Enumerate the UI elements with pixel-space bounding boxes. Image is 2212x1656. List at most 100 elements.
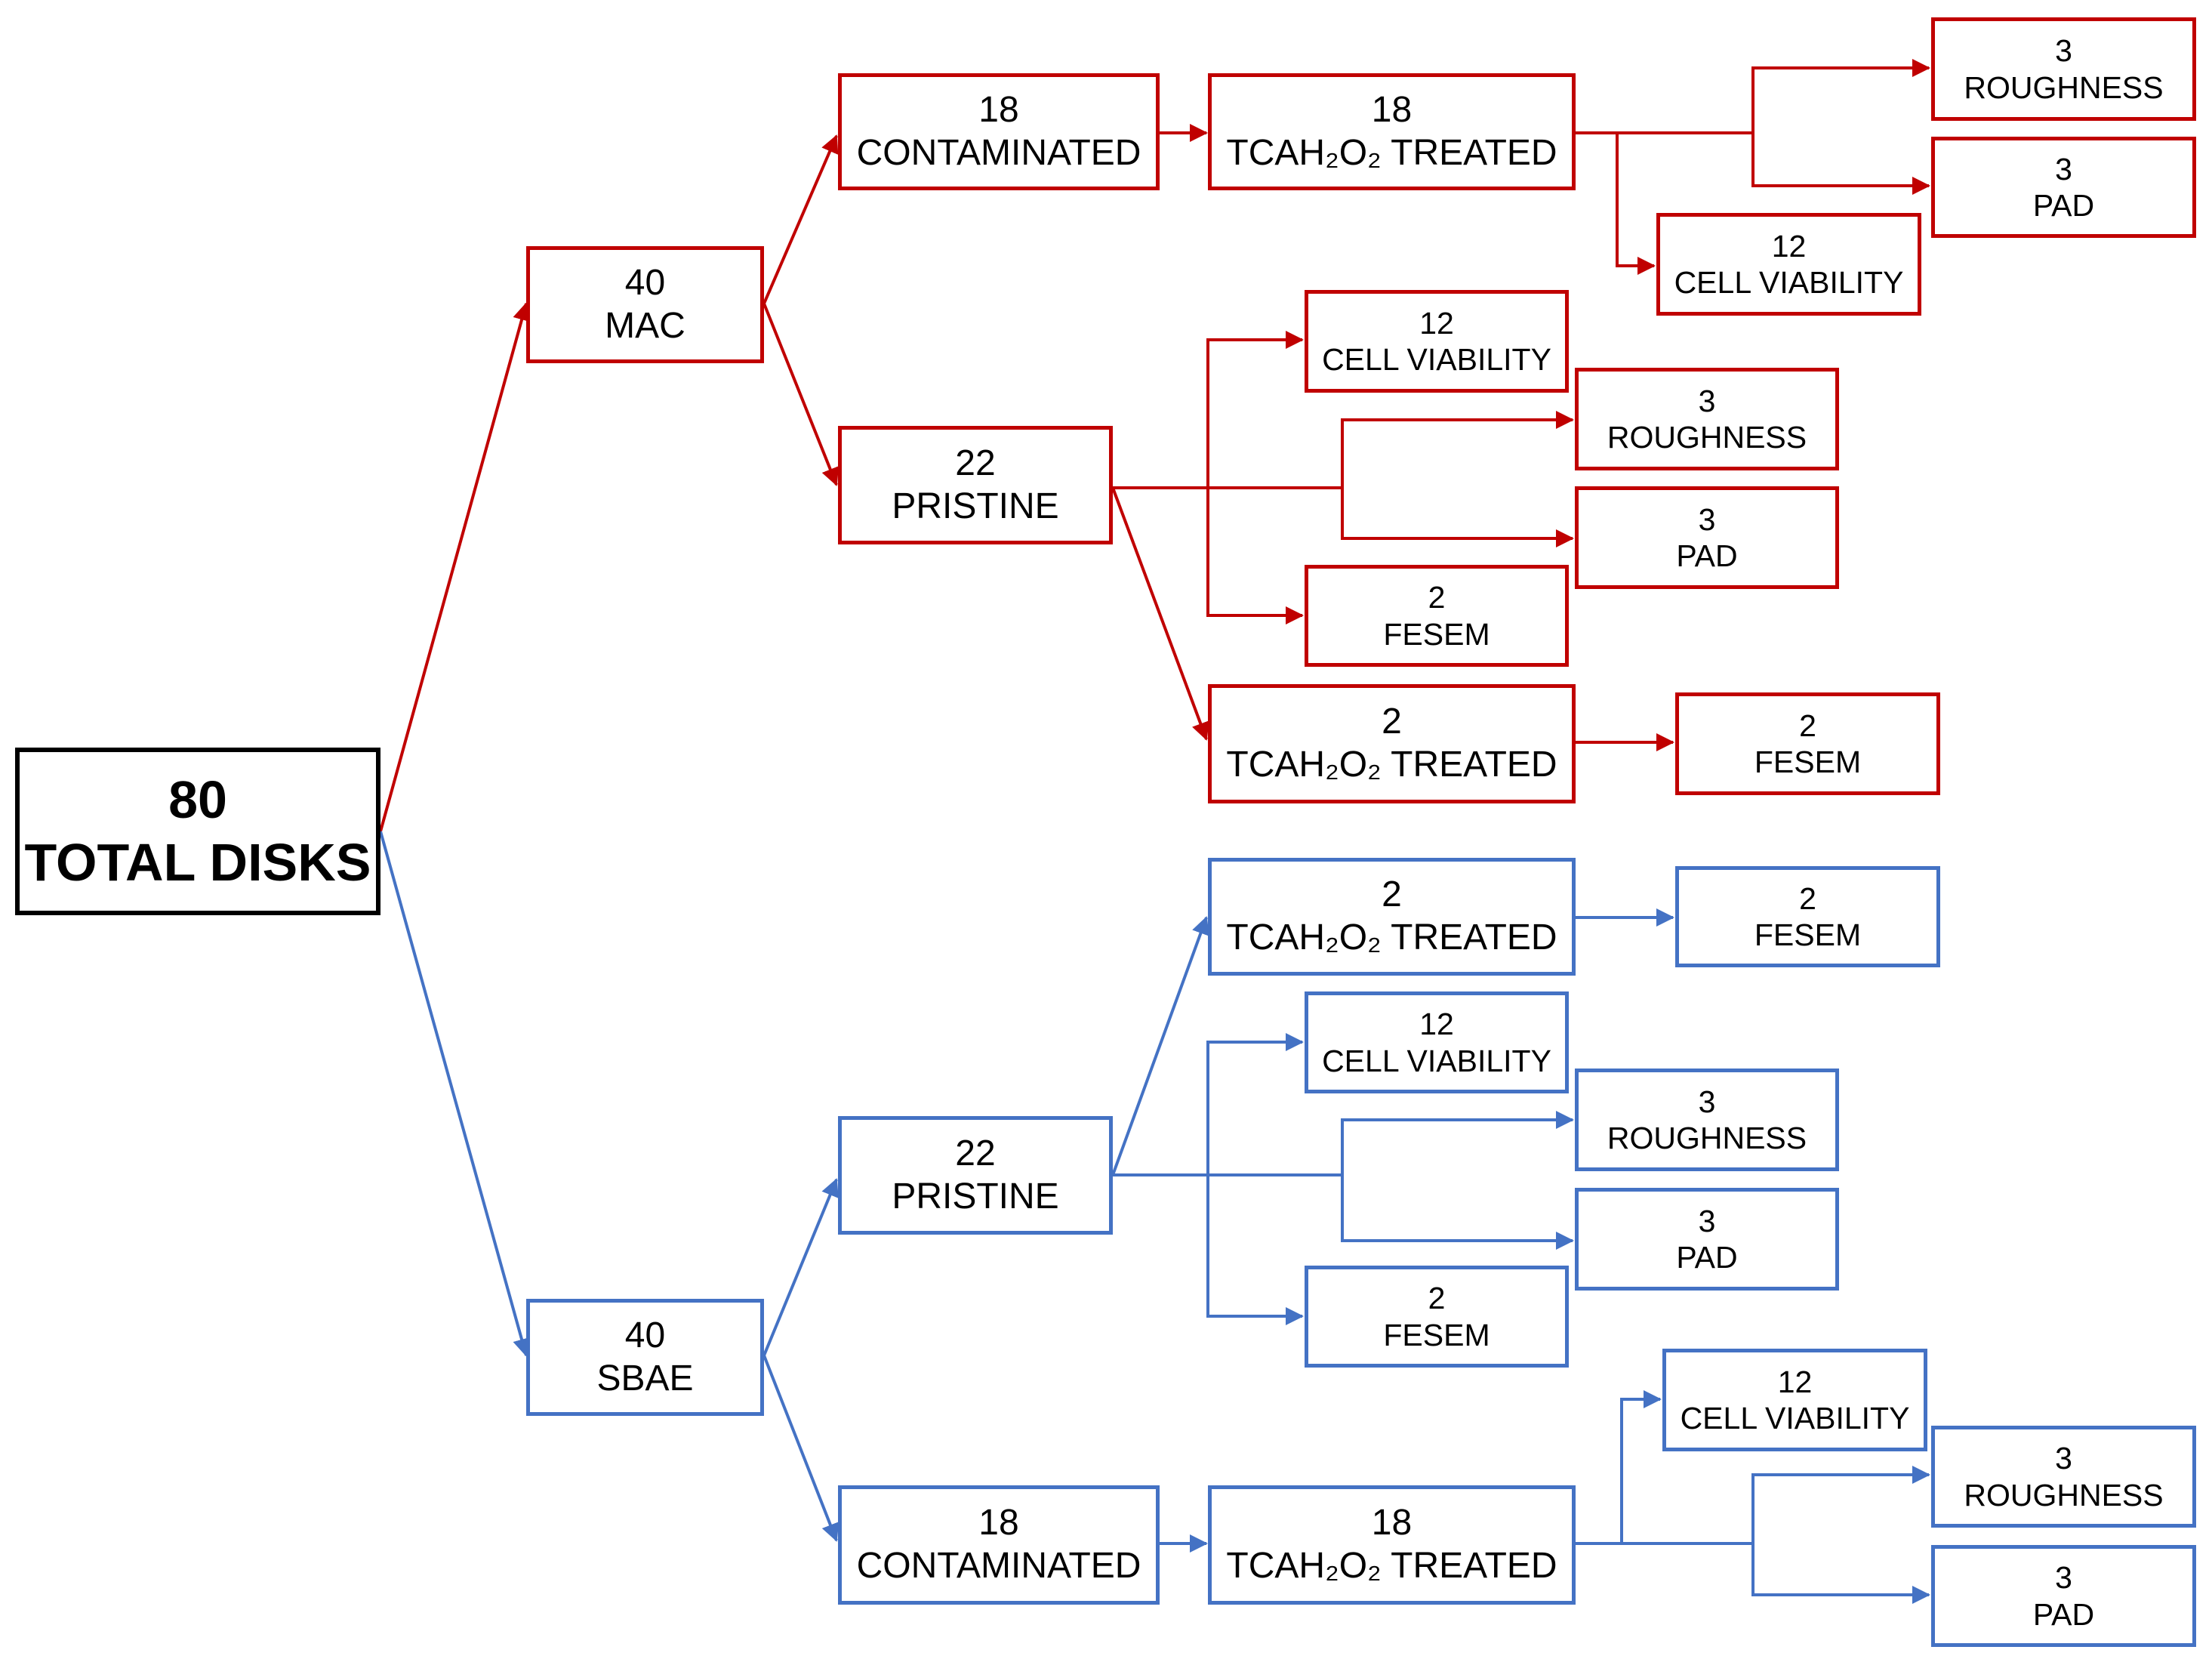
node-count: 40 [624, 262, 666, 303]
node-label: PAD [2032, 1596, 2095, 1632]
node-total-disks: 80 TOTAL DISKS [15, 748, 380, 915]
node-sbae-pristine-treated-fesem: 2 FESEM [1675, 866, 1940, 967]
arrow-treated-to-roughness [1751, 1466, 1930, 1543]
node-label: CELL VIABILITY [1322, 1043, 1551, 1078]
node-mac-contaminated-pad: 3 PAD [1931, 137, 2196, 238]
node-count: 40 [624, 1315, 666, 1355]
node-label: PRISTINE [892, 1176, 1059, 1217]
node-label: ROUGHNESS [1607, 1121, 1807, 1155]
node-mac-pristine-roughness: 3 ROUGHNESS [1575, 368, 1839, 470]
arrow-treated-to-cell-viability [1616, 133, 1656, 275]
node-sbae-pristine-treated: 2 TCAH₂O₂ TREATED [1208, 858, 1576, 976]
node-count: 3 [1698, 501, 1716, 537]
arrow-mac-to-contaminated [762, 134, 839, 304]
node-label: SBAE [596, 1358, 694, 1399]
node-mac-pristine: 22 PRISTINE [838, 426, 1113, 544]
node-mac-pristine-fesem: 2 FESEM [1305, 565, 1569, 667]
node-count: 3 [2055, 1560, 2072, 1596]
arrow-pristine-to-pad [1341, 1175, 1574, 1250]
node-sbae-pristine-roughness: 3 ROUGHNESS [1575, 1069, 1839, 1171]
node-label: TCAH₂O₂ TREATED [1226, 917, 1557, 958]
node-count: 80 [168, 770, 227, 830]
node-label: PAD [2032, 188, 2095, 223]
node-sbae-pristine: 22 PRISTINE [838, 1116, 1113, 1235]
node-label: CONTAMINATED [856, 132, 1141, 173]
arrow-pristine-to-treated [1111, 916, 1209, 1176]
node-label: FESEM [1754, 917, 1862, 952]
node-sbae-pristine-cell-viability: 12 CELL VIABILITY [1305, 991, 1569, 1093]
arrow-pristine-to-pad [1341, 488, 1574, 547]
node-label: PRISTINE [892, 486, 1059, 526]
node-count: 3 [2055, 1441, 2072, 1476]
node-mac-pristine-treated-fesem: 2 FESEM [1675, 692, 1940, 795]
node-count: 22 [955, 1133, 996, 1173]
node-count: 18 [1371, 89, 1413, 130]
node-count: 2 [1428, 580, 1446, 615]
node-sbae-contaminated-roughness: 3 ROUGHNESS [1931, 1426, 2196, 1528]
node-label: MAC [605, 305, 685, 346]
node-count: 12 [1771, 228, 1807, 264]
node-count: 18 [978, 89, 1019, 130]
arrow-pristine-to-cell-viability [1206, 1033, 1304, 1175]
arrow-treated-to-roughness [1751, 59, 1930, 133]
node-count: 3 [1698, 383, 1716, 418]
arrow-sbae-to-pristine [762, 1178, 839, 1356]
node-count: 12 [1419, 305, 1454, 341]
node-count: 12 [1777, 1364, 1813, 1399]
arrow-pristine-to-fesem [1206, 488, 1304, 624]
arrow-pristine-to-cell-viability [1206, 331, 1304, 488]
node-label: TCAH₂O₂ TREATED [1226, 1546, 1557, 1586]
node-count: 2 [1428, 1281, 1446, 1316]
node-count: 22 [955, 443, 996, 483]
arrow-treated-to-pad [1751, 1543, 1930, 1604]
node-sbae-contaminated-pad: 3 PAD [1931, 1545, 2196, 1647]
node-count: 3 [1698, 1084, 1716, 1119]
node-count: 18 [1371, 1503, 1413, 1543]
node-mac-pristine-pad: 3 PAD [1575, 486, 1839, 589]
arrow-pristine-to-treated [1111, 487, 1209, 741]
arrow-root-to-mac [379, 302, 531, 832]
arrow-sbae-to-contaminated [762, 1355, 840, 1542]
node-label: CELL VIABILITY [1680, 1401, 1910, 1436]
node-count: 3 [1698, 1203, 1716, 1238]
node-mac-pristine-treated: 2 TCAH₂O₂ TREATED [1208, 684, 1576, 803]
node-label: FESEM [1754, 745, 1862, 779]
node-count: 3 [2055, 33, 2072, 69]
node-label: PAD [1676, 1240, 1738, 1275]
node-label: ROUGHNESS [1964, 69, 2164, 105]
arrow-mac-to-pristine [762, 303, 839, 486]
node-sbae-contaminated: 18 CONTAMINATED [838, 1485, 1160, 1605]
node-mac-contaminated-roughness: 3 ROUGHNESS [1931, 17, 2196, 121]
node-count: 2 [1382, 702, 1402, 742]
arrow-root-to-sbae [379, 831, 531, 1357]
arrow-pristine-to-fesem [1206, 1175, 1304, 1325]
node-sbae-contaminated-cell-viability: 12 CELL VIABILITY [1662, 1349, 1927, 1451]
node-mac-contaminated-cell-viability: 12 CELL VIABILITY [1656, 213, 1921, 316]
node-mac-contaminated-treated: 18 TCAH₂O₂ TREATED [1208, 73, 1576, 190]
arrow-treated-to-pad [1751, 133, 1930, 195]
node-label: PAD [1676, 538, 1738, 573]
node-label: CONTAMINATED [856, 1546, 1141, 1586]
node-count: 12 [1419, 1007, 1454, 1042]
node-mac: 40 MAC [526, 246, 764, 363]
node-sbae-pristine-pad: 3 PAD [1575, 1188, 1839, 1291]
node-label: ROUGHNESS [1964, 1477, 2164, 1513]
node-count: 2 [1799, 880, 1816, 916]
arrow-treated-to-cell-viability [1620, 1390, 1662, 1543]
arrow-pristine-to-roughness [1341, 411, 1574, 488]
node-label: TCAH₂O₂ TREATED [1226, 132, 1557, 173]
node-label: FESEM [1383, 1317, 1490, 1352]
node-mac-pristine-cell-viability: 12 CELL VIABILITY [1305, 290, 1569, 393]
node-label: CELL VIABILITY [1322, 342, 1551, 377]
node-count: 2 [1799, 708, 1816, 743]
node-label: TCAH₂O₂ TREATED [1226, 745, 1557, 785]
node-label: ROUGHNESS [1607, 420, 1807, 455]
node-label: CELL VIABILITY [1674, 265, 1904, 300]
node-count: 2 [1382, 874, 1402, 915]
arrow-pristine-to-roughness [1341, 1111, 1574, 1175]
node-label: FESEM [1383, 616, 1490, 652]
node-mac-contaminated: 18 CONTAMINATED [838, 73, 1160, 190]
node-sbae: 40 SBAE [526, 1299, 764, 1416]
